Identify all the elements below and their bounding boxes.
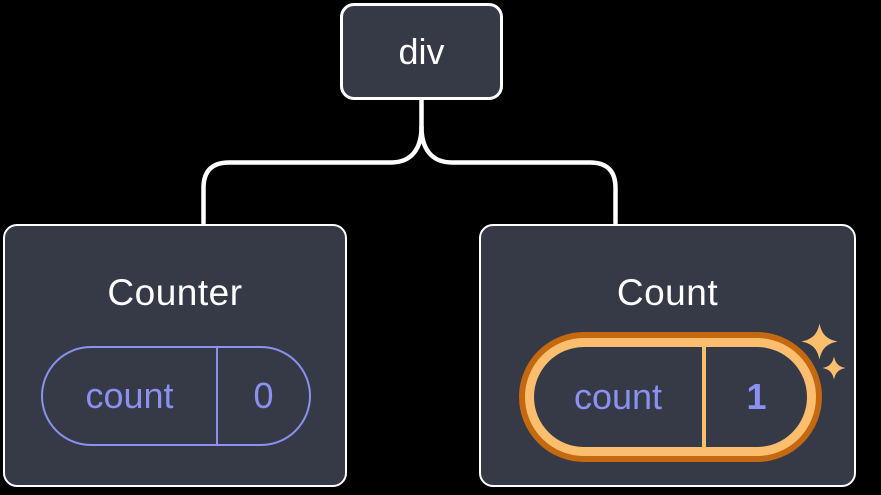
tree-node-div: div (340, 3, 503, 100)
state-name: count (43, 348, 218, 444)
state-pill-highlighted: count 1 (519, 332, 822, 462)
state-value: 1 (746, 376, 767, 417)
sparkles-icon (801, 323, 846, 380)
tree-node-count-card: Count count 1 (479, 224, 856, 487)
state-value: 0 (253, 375, 274, 416)
connector-right-branch (419, 124, 618, 226)
state-pill: count 0 (41, 346, 311, 446)
state-pill-inner: count 1 (534, 347, 807, 447)
connector-stem-and-left-branch (201, 97, 424, 226)
tree-node-counter-card: Counter count 0 (3, 224, 347, 487)
sparkle-large-icon (801, 323, 838, 360)
root-node-label: div (398, 30, 445, 72)
state-name: count (534, 347, 706, 447)
sparkle-small-icon (822, 356, 846, 380)
component-title: Count (616, 272, 719, 313)
component-title: Counter (107, 272, 243, 313)
